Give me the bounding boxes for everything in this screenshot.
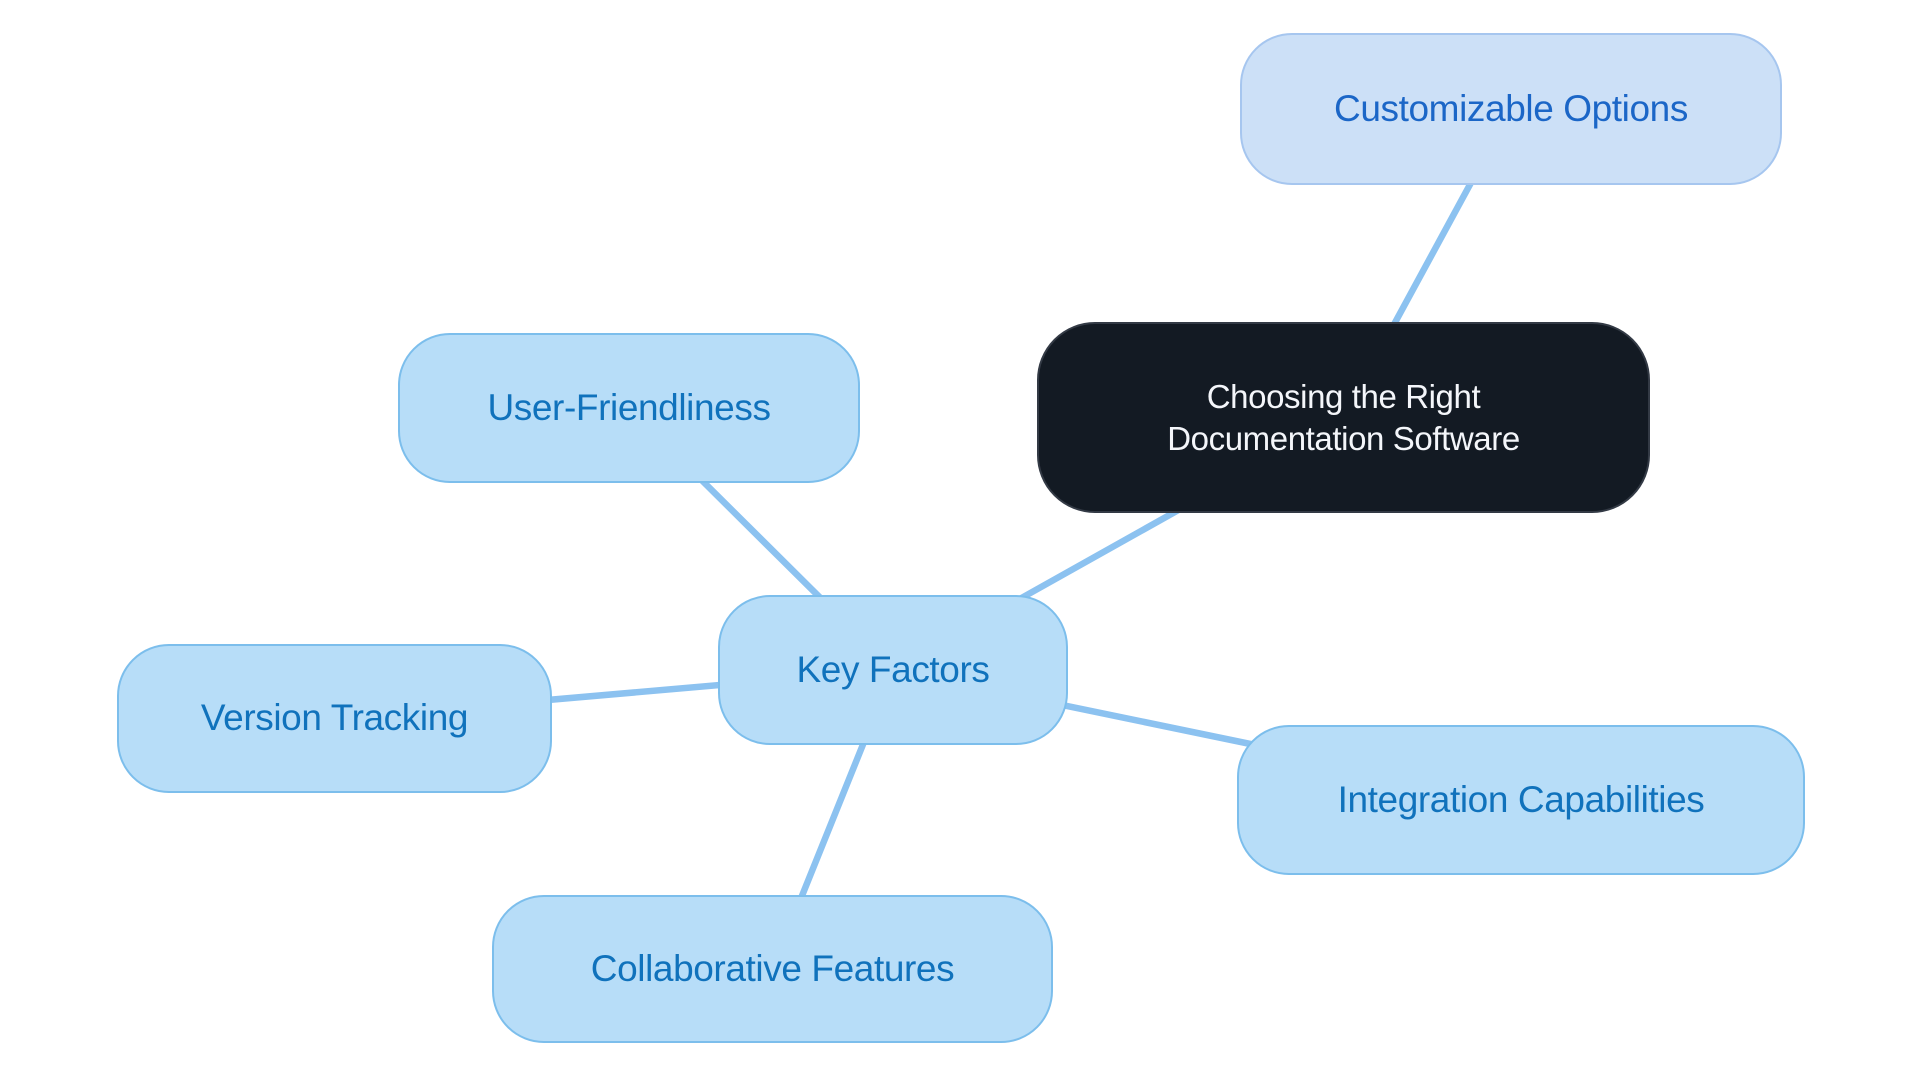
node-customizable-options[interactable]: Customizable Options xyxy=(1240,33,1782,185)
node-version-tracking-label: Version Tracking xyxy=(200,697,469,739)
node-root[interactable]: Choosing the Right Documentation Softwar… xyxy=(1037,322,1650,513)
node-version-tracking[interactable]: Version Tracking xyxy=(117,644,552,793)
node-collaborative-features-label: Collaborative Features xyxy=(590,947,955,989)
node-integration-capabilities[interactable]: Integration Capabilities xyxy=(1237,725,1805,875)
node-key-factors-label: Key Factors xyxy=(796,648,990,690)
node-root-label: Choosing the Right Documentation Softwar… xyxy=(1167,377,1520,457)
node-integration-capabilities-label: Integration Capabilities xyxy=(1337,778,1705,820)
node-user-friendliness[interactable]: User-Friendliness xyxy=(398,333,860,483)
node-collaborative-features[interactable]: Collaborative Features xyxy=(492,895,1053,1043)
node-user-friendliness-label: User-Friendliness xyxy=(487,386,771,428)
node-customizable-options-label: Customizable Options xyxy=(1334,87,1688,129)
node-key-factors[interactable]: Key Factors xyxy=(718,595,1068,745)
